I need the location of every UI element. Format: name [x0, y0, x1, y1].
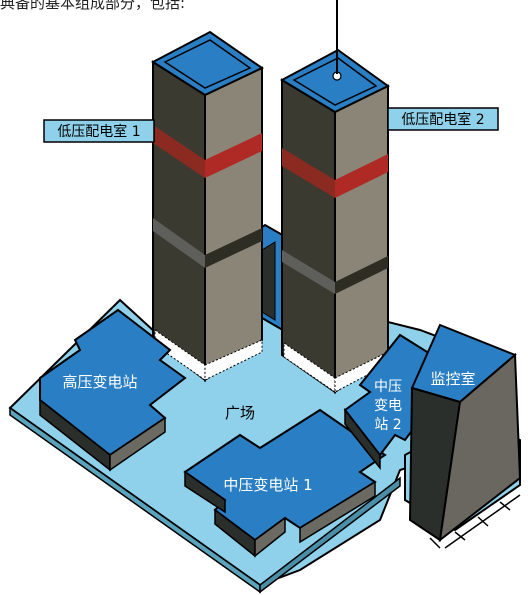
label-low-voltage-room-2: 低压配电室 2 [387, 107, 499, 131]
medium-voltage-station-2-label-line2: 变电 [374, 398, 402, 414]
caption-text: 典备的基本组成部分，包括: [0, 0, 186, 12]
medium-voltage-station-1-label: 中压变电站 1 [223, 476, 312, 494]
medium-voltage-station-2-label-line1: 中压 [374, 379, 402, 395]
plaza-label: 广场 [225, 404, 255, 422]
low-voltage-room-1-label: 低压配电室 1 [57, 123, 140, 140]
tower-2 [279, 0, 390, 394]
monitoring-room-label: 监控室 [430, 370, 475, 388]
high-voltage-station [39, 308, 187, 472]
medium-voltage-station-1 [183, 408, 387, 558]
low-voltage-room-2-label: 低压配电室 2 [401, 111, 484, 128]
high-voltage-station-label: 高压变电站 [62, 373, 137, 391]
medium-voltage-station-2-label-line3: 站 2 [374, 417, 401, 433]
monitoring-room [404, 323, 522, 549]
tower-1 [151, 30, 264, 383]
label-low-voltage-room-1: 低压配电室 1 [43, 119, 155, 143]
